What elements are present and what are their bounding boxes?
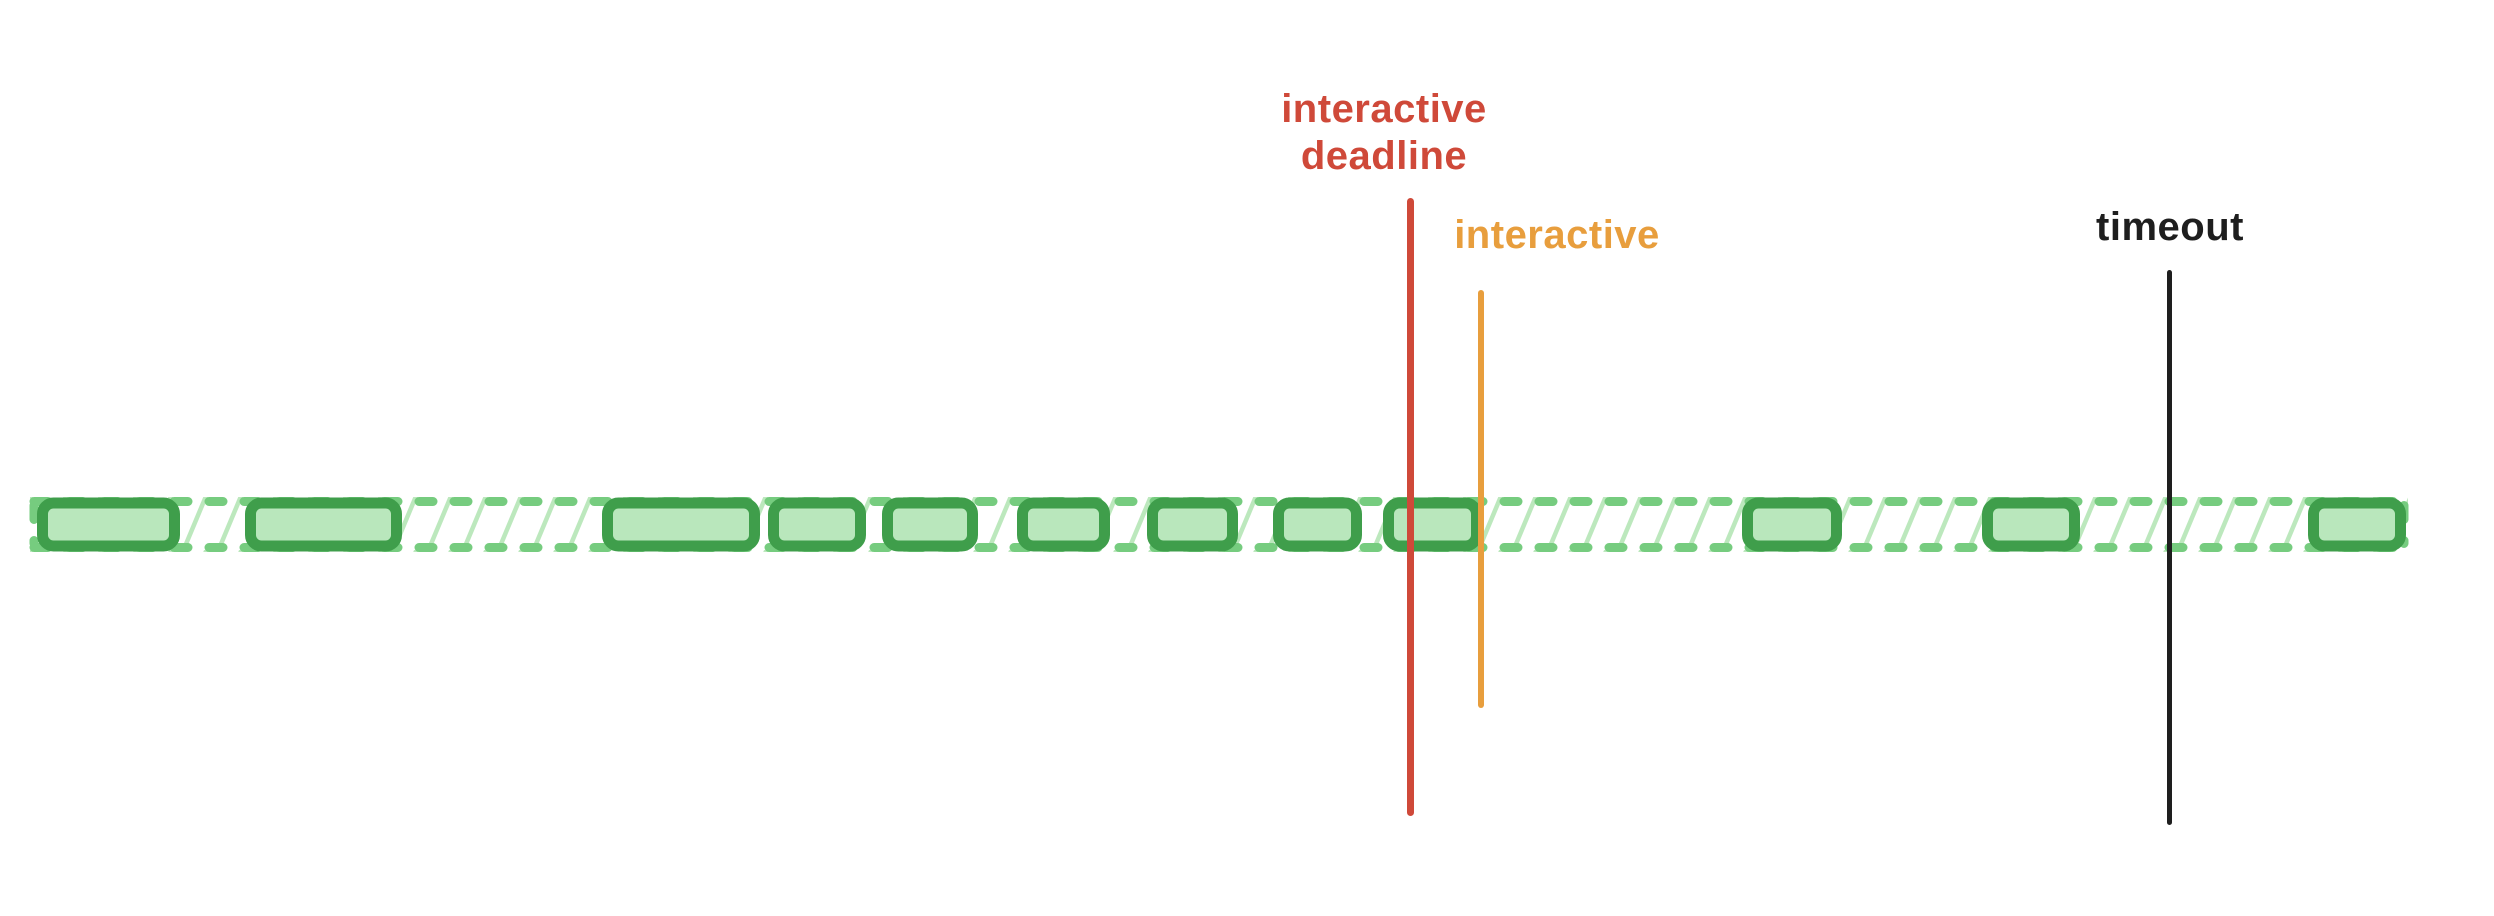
timeout-label-line1: timeout (2096, 205, 2244, 249)
interactive-line (1478, 290, 1484, 708)
activity-block (882, 497, 978, 552)
interactive-label: interactive (1454, 212, 1660, 259)
activity-block (37, 497, 180, 552)
activity-block (1742, 497, 1842, 552)
activity-block (602, 497, 760, 552)
activity-block (1147, 497, 1238, 552)
interactive-deadline-label: interactive deadline (1281, 86, 1487, 180)
interactive-deadline-label-line1: interactive (1281, 87, 1487, 131)
interactive-deadline-line (1406, 198, 1414, 816)
timeout-label: timeout (2096, 204, 2244, 251)
activity-block (1273, 497, 1362, 552)
activity-block (1017, 497, 1110, 552)
interactive-deadline-label-line2: deadline (1300, 134, 1468, 178)
activity-block (768, 497, 866, 552)
activity-block (1982, 497, 2080, 552)
timeout-line (2166, 270, 2172, 825)
activity-block (2308, 497, 2406, 552)
activity-block (245, 497, 402, 552)
interactive-label-line1: interactive (1454, 213, 1660, 257)
activity-block (1383, 497, 1482, 552)
